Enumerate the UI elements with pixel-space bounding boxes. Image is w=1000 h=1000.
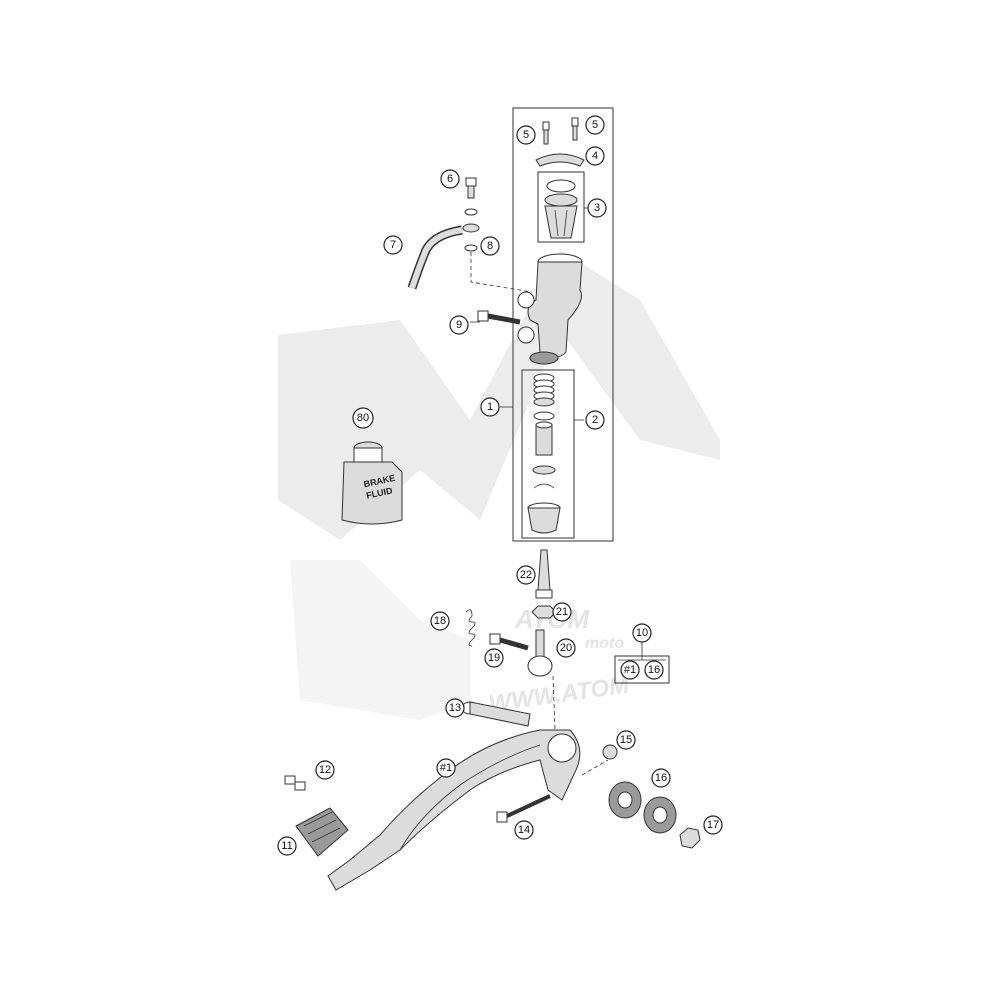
svg-text:16: 16	[648, 664, 660, 676]
callout-15: 15	[616, 730, 636, 750]
svg-text:22: 22	[520, 569, 532, 581]
svg-text:3: 3	[594, 202, 600, 214]
washer-top	[464, 208, 478, 216]
svg-text:15: 15	[620, 734, 632, 746]
master-cylinder-frame	[512, 107, 614, 542]
callout-11: 11	[277, 836, 297, 856]
callout-12: 12	[315, 760, 335, 780]
callout-18: 18	[430, 611, 450, 631]
svg-text:17: 17	[707, 819, 719, 831]
svg-text:7: 7	[390, 239, 396, 251]
callout-2: 2	[585, 410, 605, 430]
nut-17	[679, 827, 701, 849]
bolt-14	[496, 794, 551, 823]
callout-17: 17	[703, 815, 723, 835]
brake-fluid-can: BRAKE FLUID	[341, 441, 403, 525]
svg-text:5: 5	[523, 129, 529, 141]
callout-5b: 5	[585, 115, 605, 135]
svg-text:80: 80	[357, 412, 369, 424]
callout-10-pedal: #1	[620, 660, 640, 680]
svg-text:2: 2	[592, 414, 598, 426]
bolt-19	[489, 633, 529, 651]
callout-21: 21	[552, 602, 572, 622]
svg-text:5: 5	[592, 119, 598, 131]
svg-text:14: 14	[518, 824, 530, 836]
banjo-bolt	[465, 177, 477, 199]
push-rod	[535, 549, 553, 599]
svg-text:9: 9	[456, 319, 462, 331]
callout-20: 20	[556, 638, 576, 658]
piston-seal	[533, 411, 555, 421]
callout-pedal: #1	[436, 758, 456, 778]
clevis	[527, 629, 553, 677]
svg-text:19: 19	[488, 652, 500, 664]
reservoir-cover	[535, 153, 585, 167]
washer-bottom	[464, 244, 478, 252]
brake-pedal	[327, 729, 581, 891]
callout-9: 9	[449, 315, 469, 335]
watermark-sub: moto	[585, 635, 624, 652]
reservoir-body	[544, 179, 578, 239]
svg-text:4: 4	[592, 150, 598, 162]
kit-10-box	[614, 655, 670, 684]
callout-6: 6	[440, 169, 460, 189]
svg-text:11: 11	[281, 840, 292, 852]
spacer-15	[602, 744, 618, 760]
callout-14: 14	[514, 820, 534, 840]
master-cylinder-body	[517, 253, 583, 365]
screw-5a	[542, 121, 550, 145]
bearing-16a	[608, 781, 642, 819]
svg-text:21: 21	[556, 606, 568, 618]
callout-80: 80	[352, 407, 374, 429]
svg-text:20: 20	[560, 642, 572, 654]
reservoir-frame	[537, 171, 585, 243]
callout-10: 10	[632, 623, 652, 643]
callout-3: 3	[587, 198, 607, 218]
callout-4: 4	[585, 146, 605, 166]
callout-1: 1	[480, 397, 500, 417]
bolt-9	[477, 310, 521, 325]
callout-7: 7	[383, 235, 403, 255]
piston-washer	[532, 465, 556, 475]
svg-text:6: 6	[447, 173, 453, 185]
footpeg-screws	[284, 775, 306, 791]
piston	[535, 421, 553, 456]
callout-10-bearing: 16	[644, 660, 664, 680]
svg-text:1: 1	[487, 401, 493, 413]
svg-text:12: 12	[319, 764, 331, 776]
svg-text:8: 8	[487, 240, 493, 252]
piston-spring	[533, 373, 555, 407]
screw-5b	[571, 117, 579, 141]
svg-text:16: 16	[655, 772, 667, 784]
banjo-fitting	[462, 223, 480, 233]
piston-kit-frame	[521, 369, 575, 539]
dust-boot	[527, 502, 561, 534]
svg-text:13: 13	[449, 702, 461, 714]
svg-text:#1: #1	[624, 664, 636, 676]
callout-13: 13	[445, 698, 465, 718]
svg-text:18: 18	[434, 615, 446, 627]
circlip	[533, 483, 555, 489]
svg-text:10: 10	[636, 627, 648, 639]
svg-text:#1: #1	[440, 762, 452, 774]
callout-19: 19	[484, 648, 504, 668]
return-spring	[465, 609, 476, 647]
pedal-step-plate	[295, 807, 349, 857]
callout-22: 22	[516, 565, 536, 585]
callout-5a: 5	[516, 125, 536, 145]
bearing-16b	[643, 796, 677, 834]
callout-16: 16	[651, 768, 671, 788]
callout-8: 8	[480, 236, 500, 256]
